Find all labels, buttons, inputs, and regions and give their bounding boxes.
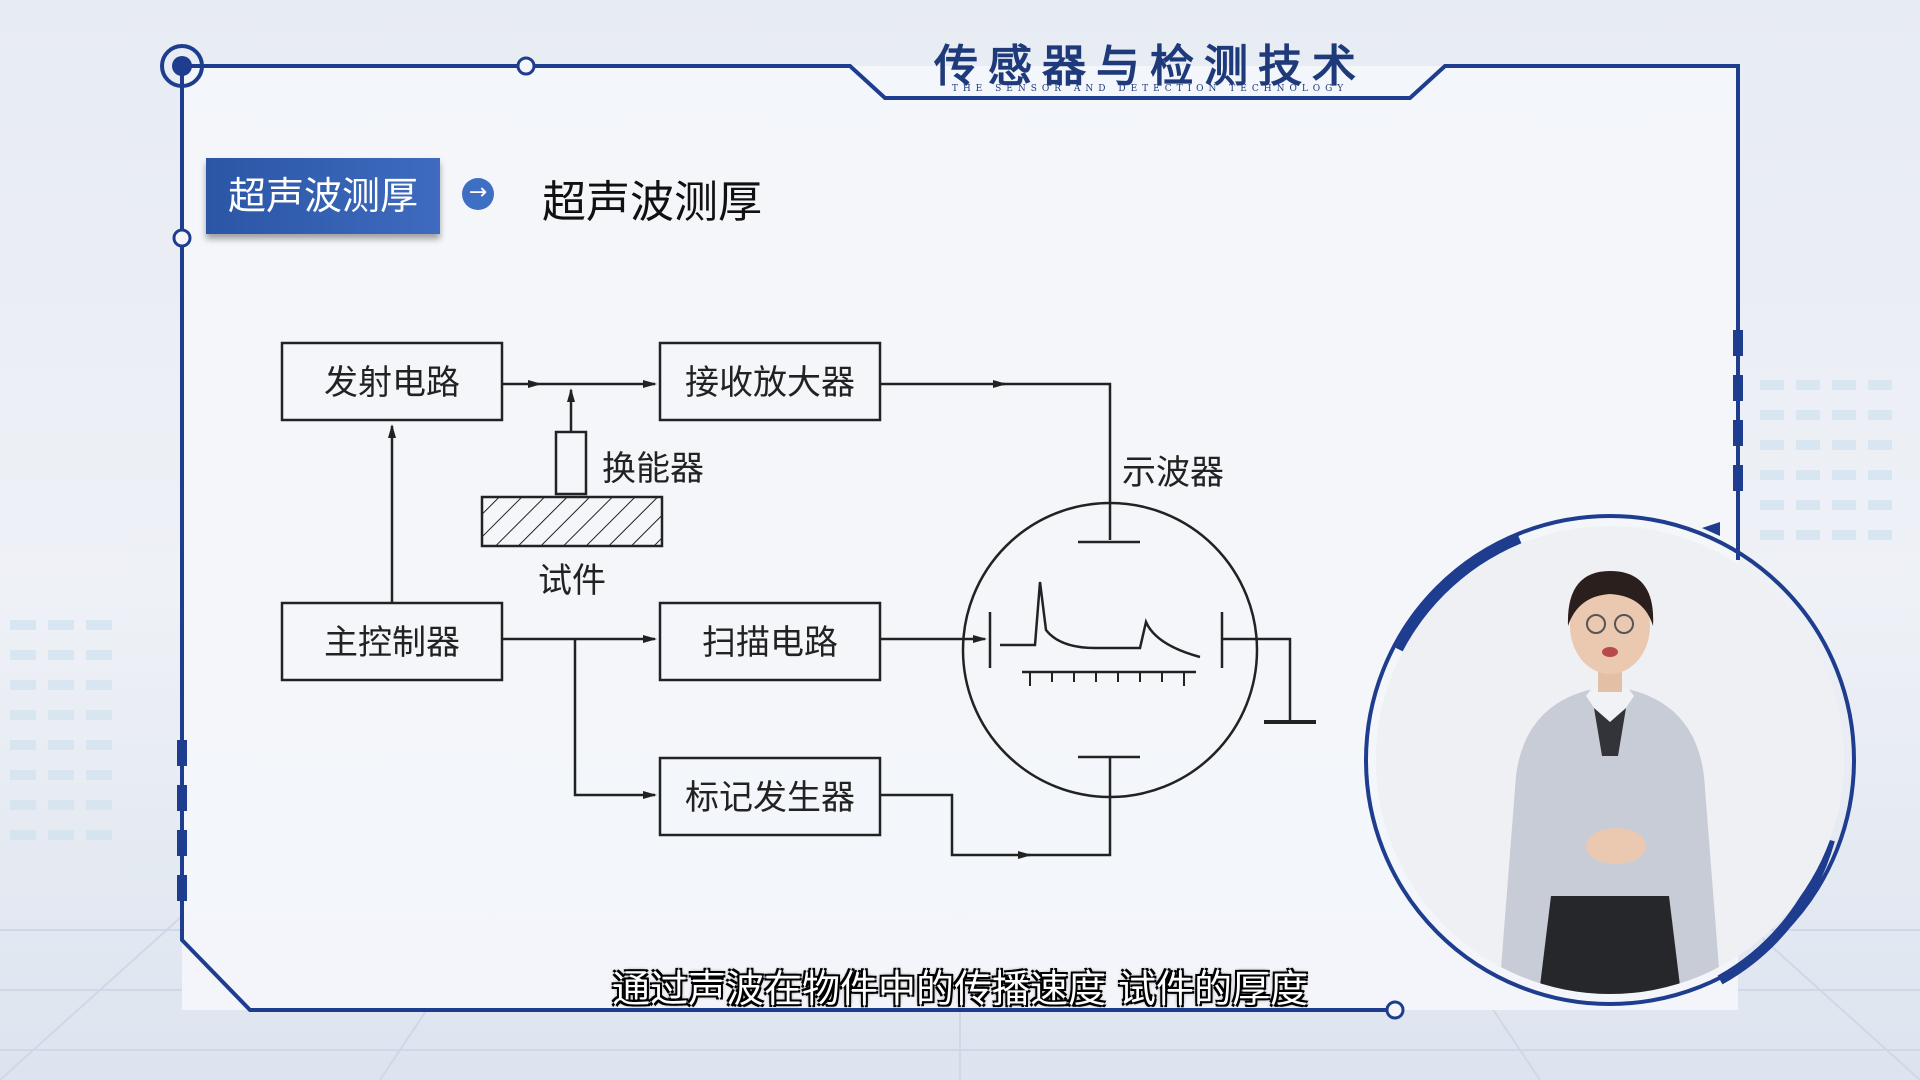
presenter-ring — [1364, 514, 1856, 1006]
presenter-frame — [1376, 526, 1844, 994]
label-transducer: 换能器 — [602, 449, 704, 489]
section-heading: 超声波测厚 — [542, 177, 762, 228]
course-subtitle: THE SENSOR AND DETECTION TECHNOLOGY — [951, 84, 1349, 94]
block-receive-amp — [658, 341, 882, 422]
label-specimen: 试件 — [538, 561, 606, 601]
arrow-right-icon: → — [462, 178, 494, 210]
section-tag: 超声波测厚 — [206, 158, 440, 234]
specimen — [480, 495, 664, 548]
course-title: 传感器与检测技术 — [934, 41, 1366, 92]
transducer — [554, 430, 588, 496]
label-marker: 标记发生器 — [685, 778, 855, 818]
block-transmit — [280, 341, 504, 422]
label-main-controller: 主控制器 — [324, 623, 460, 663]
label-sweep: 扫描电路 — [702, 623, 838, 663]
block-marker — [658, 756, 882, 837]
label-transmit: 发射电路 — [324, 363, 460, 403]
subtitle-caption: 通过声波在物件中的传播速度 试件的厚度 — [611, 967, 1309, 1011]
oscilloscope-tube — [961, 501, 1259, 799]
label-oscilloscope: 示波器 — [1122, 453, 1224, 493]
block-sweep — [658, 601, 882, 682]
corner-target-icon — [160, 44, 204, 88]
presenter-video — [1360, 510, 1860, 1010]
presenter-figure — [1376, 526, 1844, 994]
label-receive-amp: 接收放大器 — [685, 363, 855, 403]
